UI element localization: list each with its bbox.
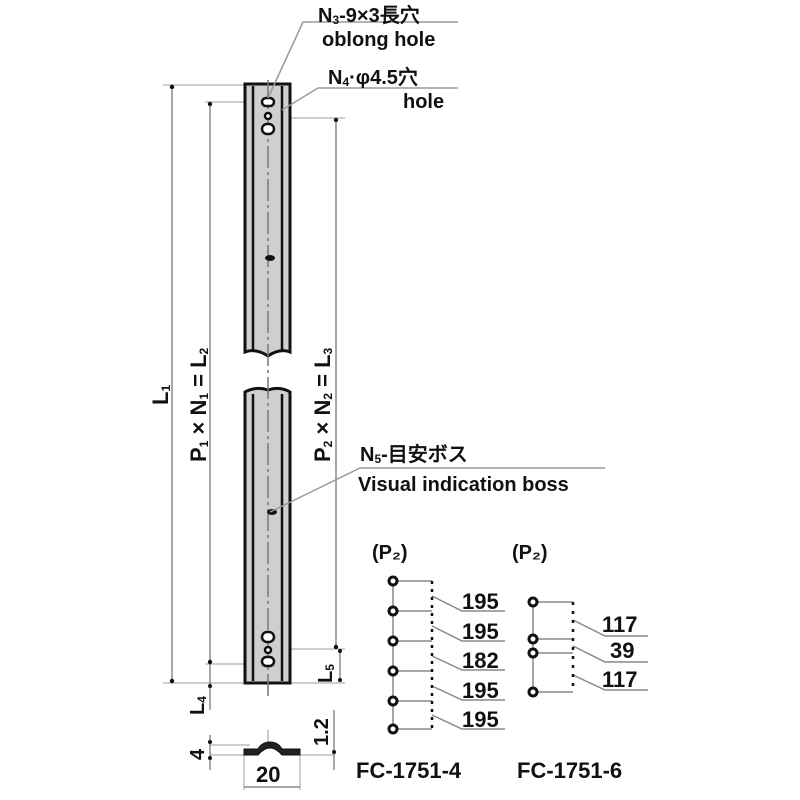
dimension-lines <box>171 86 341 788</box>
dim-p: P <box>186 447 211 462</box>
profile-section <box>243 741 301 756</box>
dim-width: 20 <box>256 762 281 787</box>
dim-sub: 3 <box>321 347 335 355</box>
model-label-6: FC-1751-6 <box>517 758 623 783</box>
pitch-value: 39 <box>610 638 635 663</box>
holes-top <box>260 96 276 136</box>
dim-sub: 5 <box>323 664 337 671</box>
pitch-diagram-4 <box>387 575 505 735</box>
pitch-header-6: (P₂) <box>512 542 548 564</box>
dim-sub: 1 <box>197 392 211 400</box>
pitch-value: 182 <box>462 648 499 673</box>
dim-l4: L4 <box>187 696 209 715</box>
dim-n: N <box>310 399 335 416</box>
dim-l: L <box>186 354 211 368</box>
pitch-value: 117 <box>602 667 638 692</box>
dim-height: 4 <box>187 748 209 760</box>
pitch-value: 195 <box>462 619 499 644</box>
callout-sub: 5 <box>374 452 382 466</box>
dim-thickness: 1.2 <box>311 718 333 746</box>
callout-spec: -目安ボス <box>381 444 468 466</box>
callout-spec: -9×3長穴 <box>339 5 420 27</box>
callout-spec: ·φ4.5穴 <box>349 67 418 89</box>
oblong-hole-english: oblong hole <box>322 29 436 51</box>
model-label-4: FC-1751-4 <box>356 758 462 783</box>
dim-pitch-left: P1 × N1 = L2 <box>186 347 211 462</box>
round-hole-callout: N4·φ4.5穴 <box>328 68 418 88</box>
oblong-hole-callout: N3-9×3長穴 <box>318 6 420 26</box>
callout-sub: 3 <box>332 13 340 27</box>
pitch-value: 195 <box>462 678 499 703</box>
dim-sub: 1 <box>197 440 211 448</box>
dim-times: × <box>310 415 335 441</box>
callout-code: N <box>328 67 343 89</box>
dim-sub: 1 <box>159 384 173 392</box>
dim-letter: L <box>187 702 209 715</box>
boss-english: Visual indication boss <box>358 474 569 496</box>
dimension-arrows <box>169 84 342 760</box>
dim-letter: L <box>148 391 173 405</box>
boss-top <box>265 255 275 261</box>
holes-bottom <box>260 630 276 668</box>
callout-sub: 4 <box>342 75 350 89</box>
dim-p: P <box>310 447 335 462</box>
dim-letter: L <box>315 670 337 683</box>
pitch-diagram-6 <box>527 596 648 698</box>
dim-sub: 2 <box>321 392 335 400</box>
leader-lines <box>267 21 605 513</box>
pitch-value: 117 <box>602 612 638 637</box>
dim-times: × <box>186 415 211 441</box>
dim-l: L <box>310 354 335 368</box>
dim-l1: L1 <box>148 384 173 405</box>
dim-pitch-right: P2 × N2 = L3 <box>310 347 335 462</box>
callout-code: N <box>360 444 375 466</box>
dim-sub: 2 <box>321 440 335 448</box>
dim-eq: = <box>310 367 335 393</box>
dim-l5: L5 <box>315 664 337 683</box>
dim-eq: = <box>186 367 211 393</box>
boss-callout: N5-目安ボス <box>360 445 468 465</box>
pitch-header-4: (P₂) <box>372 542 408 564</box>
dim-sub: 4 <box>195 696 209 703</box>
callout-code: N <box>318 5 333 27</box>
dim-n: N <box>186 399 211 416</box>
round-hole-english: hole <box>403 91 445 113</box>
pitch-value: 195 <box>462 707 499 732</box>
pitch-value: 195 <box>462 589 499 614</box>
dim-sub: 2 <box>197 347 211 355</box>
